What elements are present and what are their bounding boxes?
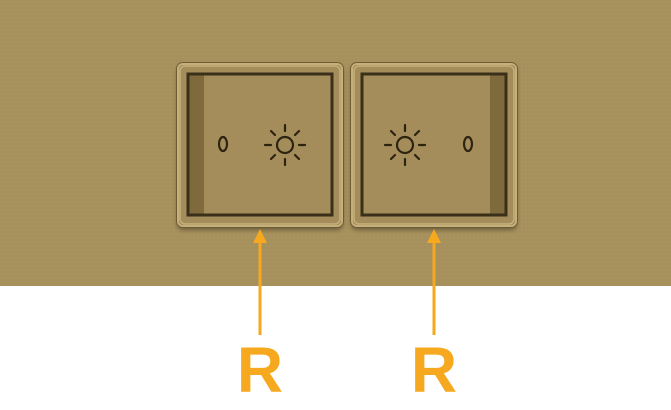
right-rocker-switch[interactable] bbox=[351, 63, 517, 227]
right-off-marker bbox=[462, 135, 474, 153]
sun-icon bbox=[263, 123, 307, 167]
left-rocker-face bbox=[179, 65, 341, 225]
left-off-marker bbox=[217, 135, 229, 153]
left-annotation-label: R bbox=[236, 334, 284, 406]
right-annotation-label: R bbox=[410, 334, 458, 406]
right-rocker-face bbox=[353, 65, 515, 225]
left-rocker-switch[interactable] bbox=[177, 63, 343, 227]
sun-icon bbox=[383, 123, 427, 167]
